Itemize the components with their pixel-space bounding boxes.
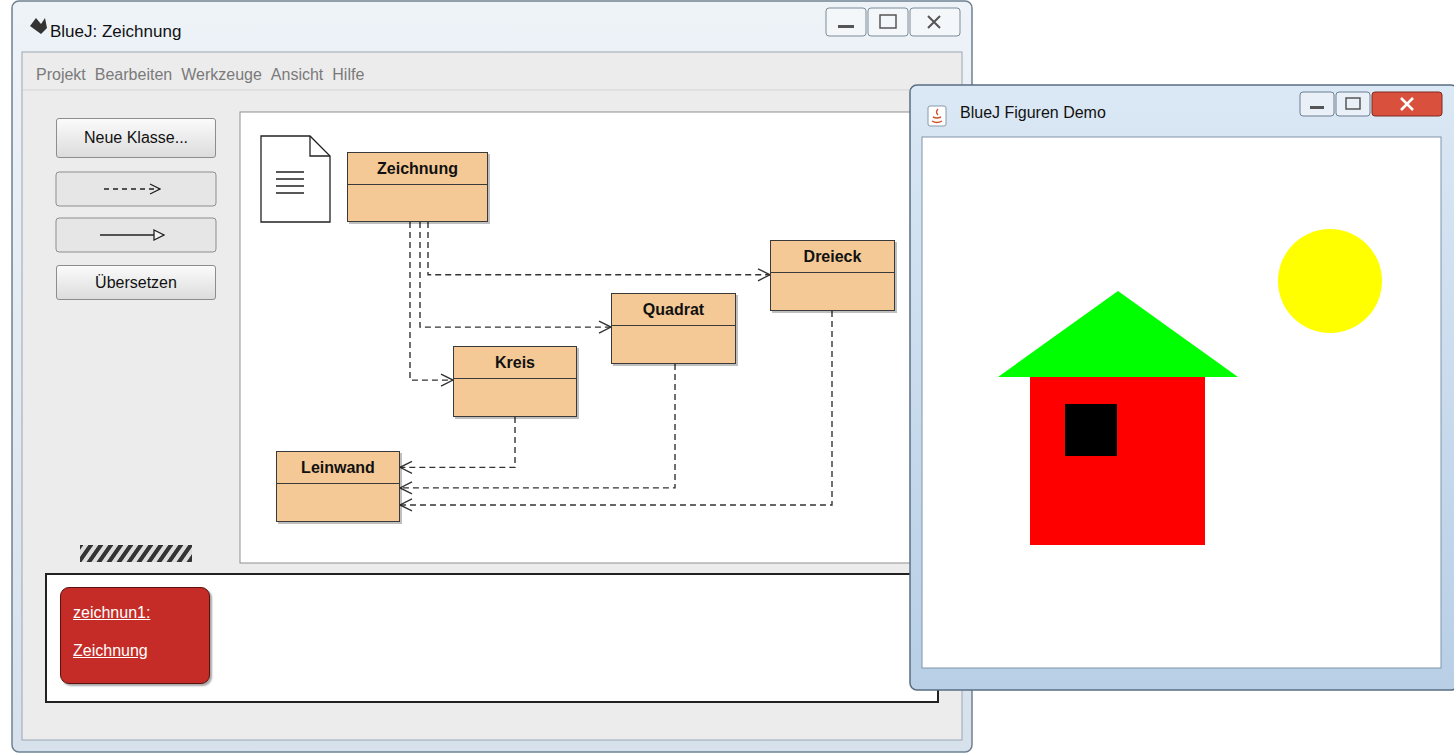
demo-window-controls	[1300, 92, 1442, 116]
roof-triangle	[998, 291, 1238, 377]
menu-bar-border	[23, 90, 961, 91]
compile-button: Übersetzen	[56, 265, 216, 300]
class-name-compartment: Zeichnung	[348, 153, 487, 185]
button-label: Neue Klasse...	[84, 129, 188, 147]
class-name-compartment: Quadrat	[612, 294, 735, 326]
class-diagram-panel	[240, 112, 938, 563]
class-name: Leinwand	[301, 459, 375, 477]
inheritance-arrow-button	[56, 218, 216, 252]
menu-item: Projekt	[36, 66, 86, 84]
dependency-arrow	[410, 222, 453, 380]
window-frame	[12, 1, 972, 752]
object-instance: zeichnun1: Zeichnung	[60, 587, 210, 684]
progress-indicator	[80, 545, 192, 562]
class-box: Kreis	[453, 346, 577, 417]
menu-item: Ansicht	[271, 66, 323, 84]
class-name-compartment: Kreis	[454, 347, 576, 379]
class-box: Dreieck	[770, 240, 895, 311]
app-icon	[30, 18, 47, 34]
java-icon	[928, 106, 946, 126]
class-name: Zeichnung	[377, 160, 458, 178]
dependency-arrow	[420, 222, 611, 327]
menu-item: Hilfe	[332, 66, 364, 84]
class-box: Quadrat	[611, 293, 736, 364]
dependency-arrow	[428, 222, 770, 275]
menu-item: Werkzeuge	[181, 66, 262, 84]
sun-circle	[1278, 229, 1382, 333]
class-name: Dreieck	[804, 248, 862, 266]
readme-document-icon	[261, 136, 330, 222]
object-name: zeichnun1: Zeichnung	[73, 594, 197, 670]
house-wall	[1030, 377, 1205, 545]
class-name: Quadrat	[643, 301, 704, 319]
class-box: Leinwand	[276, 451, 400, 522]
class-name: Kreis	[495, 354, 535, 372]
dependency-arrow	[400, 417, 515, 467]
window-controls	[826, 8, 960, 36]
class-name-compartment: Leinwand	[277, 452, 399, 484]
button-label: Übersetzen	[95, 274, 177, 292]
window-square	[1065, 404, 1117, 456]
window-title: BlueJ Figuren Demo	[960, 104, 1106, 122]
window-client-area	[22, 52, 962, 740]
class-box: Zeichnung	[347, 152, 488, 222]
demo-canvas	[922, 137, 1441, 668]
menu-item: Bearbeiten	[95, 66, 172, 84]
toolbar-button: Neue Klasse...	[56, 118, 216, 158]
class-name-compartment: Dreieck	[771, 241, 894, 273]
demo-window-frame	[910, 85, 1454, 690]
object-bench	[46, 574, 938, 702]
dependency-arrow-button	[56, 172, 216, 206]
window-title: BlueJ: Zeichnung	[50, 22, 181, 42]
